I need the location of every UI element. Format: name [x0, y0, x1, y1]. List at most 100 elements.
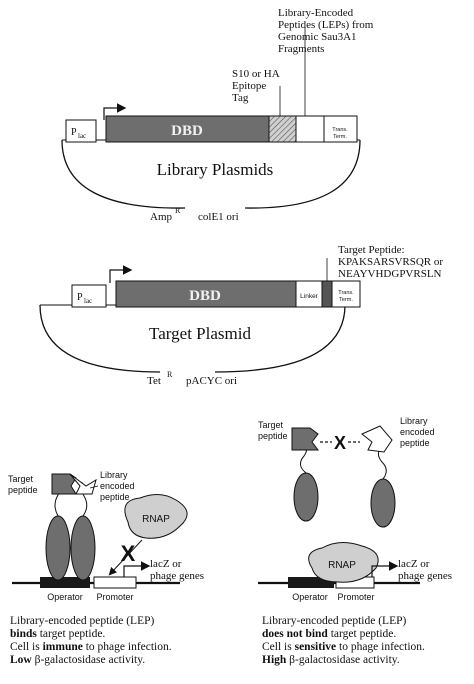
library-transcription-start-arrow: [103, 103, 127, 120]
target-terminator-box: [331, 280, 361, 308]
library-plac-box: [65, 119, 97, 143]
library-plasmid-title: Library Plasmids: [157, 160, 274, 179]
left-rnap-label: RNAP: [142, 514, 170, 525]
left-caption-line-3-post: to phage infection.: [83, 641, 172, 653]
right-genes-line-1: lacZ or: [398, 558, 430, 570]
library-tag-callout-line-1: S10 or HA: [232, 68, 280, 80]
left-operator: [40, 577, 90, 588]
library-tag-callout-line-3: Tag: [232, 92, 249, 104]
library-marker-sup: R: [175, 206, 181, 215]
library-plasmid: P lac DBD Trans. Term. S10 or HA Epitope…: [61, 7, 374, 223]
library-marker: Amp: [150, 211, 173, 223]
target-callout-line-2: KPAKSARSVRSQR or: [338, 256, 443, 268]
left-caption-bold-low: Low: [10, 654, 32, 666]
left-dbd-oval-1: [45, 515, 71, 581]
library-term-label-2: Term.: [333, 134, 347, 140]
left-library-label-1: Library: [100, 470, 128, 480]
library-tag-callout-line-2: Epitope: [232, 80, 266, 92]
target-callout-line-1: Target Peptide:: [338, 244, 405, 256]
library-lep-callout-line-3: Genomic Sau3A1: [278, 31, 357, 43]
library-plac-label: P: [71, 127, 77, 138]
target-plasmid-backbone: [39, 304, 346, 373]
left-dbd-oval-2: [70, 515, 96, 581]
target-callout-line-3: NEAYVHDGPVRSLN: [338, 268, 442, 280]
library-plac-sub: lac: [78, 132, 86, 140]
left-caption-line-4-rest: β-galactosidase activity.: [32, 654, 145, 666]
left-target-label-1: Target: [8, 474, 34, 484]
target-dbd-label: DBD: [189, 288, 221, 304]
right-caption-bold-not-bind: does not bind: [262, 628, 328, 640]
left-transcription-arrow: [123, 561, 151, 577]
library-plasmid-backbone: [61, 139, 361, 209]
left-operator-label: Operator: [47, 592, 83, 602]
left-caption-line-2-rest: target peptide.: [37, 628, 106, 640]
left-caption-line-4: Low β-galactosidase activity.: [10, 654, 145, 666]
right-caption-line-1: Library-encoded peptide (LEP): [262, 615, 406, 627]
library-lep-callout-line-2: Peptides (LEPs) from: [278, 19, 374, 31]
right-promoter-label: Promoter: [337, 592, 374, 602]
target-plac-box: [71, 284, 107, 308]
library-epitope-tag-box: [268, 115, 297, 143]
right-caption-line-3: Cell is sensitive to phage infection.: [262, 641, 425, 653]
right-library-label-2: encoded: [400, 427, 435, 437]
right-operator: [288, 577, 334, 588]
target-dbd-box: [115, 280, 297, 308]
left-panel: lacZ or phage genes Target peptide Libra…: [8, 470, 204, 666]
right-x-mark: X: [334, 433, 346, 453]
library-lep-region-box: [295, 115, 325, 143]
right-rnap-shape: [308, 542, 379, 583]
target-origin: pACYC ori: [186, 375, 237, 387]
left-promoter: [93, 576, 137, 589]
left-genes-line-1: lacZ or: [150, 558, 182, 570]
right-target-peptide-shape: [291, 427, 319, 451]
left-caption-bold-immune: immune: [43, 641, 83, 653]
right-caption-line-4-rest: β-galactosidase activity.: [286, 654, 399, 666]
right-target-label-2: peptide: [258, 431, 288, 441]
library-dbd-box: [105, 115, 270, 143]
left-target-label-2: peptide: [8, 485, 38, 495]
library-terminator-box: [323, 115, 358, 143]
left-caption-bold-binds: binds: [10, 628, 37, 640]
target-peptide-box: [321, 280, 333, 308]
left-genes-line-2: phage genes: [150, 570, 204, 582]
right-caption-line-2: does not bind target peptide.: [262, 628, 396, 640]
right-caption-line-2-rest: target peptide.: [328, 628, 397, 640]
target-marker: Tet: [147, 375, 161, 387]
left-caption-line-1: Library-encoded peptide (LEP): [10, 615, 154, 627]
right-library-tether: [377, 447, 387, 480]
left-x-mark: X: [121, 541, 136, 566]
right-caption-line-4: High β-galactosidase activity.: [262, 654, 400, 666]
left-caption-line-3-pre: Cell is: [10, 641, 43, 653]
target-plasmid: P lac DBD Linker Trans. Term. Target Pep…: [39, 244, 443, 387]
library-lep-callout-line-4: Fragments: [278, 43, 324, 55]
target-term-label-1: Trans.: [338, 290, 354, 296]
left-caption-line-2: binds target peptide.: [10, 628, 105, 640]
right-operator-label: Operator: [292, 592, 328, 602]
target-plac-sub: lac: [84, 297, 92, 305]
right-rnap-label: RNAP: [328, 560, 356, 571]
right-panel: RNAP lacZ or phage genes X Target peptid…: [258, 416, 452, 666]
right-caption-line-3-pre: Cell is: [262, 641, 295, 653]
right-caption-line-3-post: to phage infection.: [336, 641, 425, 653]
right-library-label-3: peptide: [400, 438, 430, 448]
left-rnap-shape: [124, 494, 188, 539]
right-target-label-1: Target: [258, 420, 284, 430]
right-caption-bold-sensitive: sensitive: [295, 641, 337, 653]
left-library-label-3: peptide: [100, 492, 130, 502]
left-rnap-blocked-arrow: [108, 539, 143, 576]
right-caption-bold-high: High: [262, 654, 287, 666]
left-library-label-2: encoded: [100, 481, 135, 491]
left-promoter-label: Promoter: [96, 592, 133, 602]
right-library-peptide-shape: [361, 425, 393, 453]
target-plac-label: P: [77, 292, 83, 303]
target-plasmid-title: Target Plasmid: [149, 324, 251, 343]
library-dbd-label: DBD: [171, 123, 203, 139]
right-transcription-arrow: [371, 561, 399, 577]
library-lep-callout-line-1: Library-Encoded: [278, 7, 354, 19]
target-term-label-2: Term.: [339, 297, 353, 303]
target-marker-sup: R: [167, 370, 173, 379]
right-dbd-oval-1: [293, 472, 319, 522]
right-dbd-oval-2: [370, 478, 396, 528]
